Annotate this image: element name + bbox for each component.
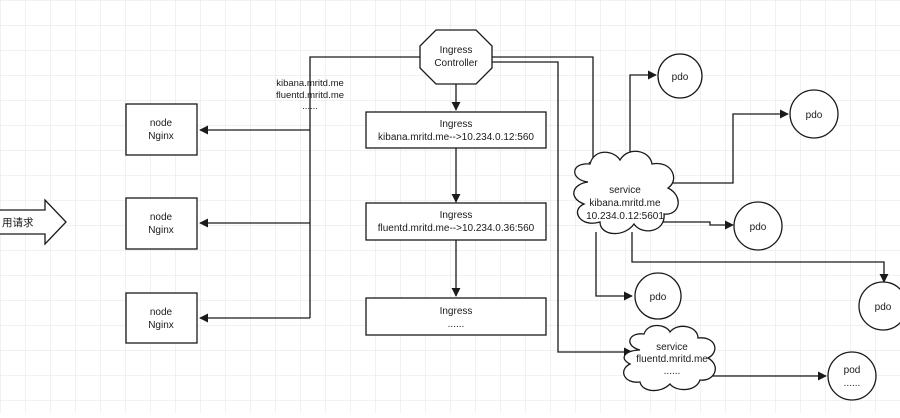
ingress-2-line2: fluentd.mritd.me-->10.234.0.36:560: [378, 223, 535, 234]
connector-service-1-pod-3: [662, 220, 734, 230]
pod-circle-2: pdo: [789, 89, 839, 139]
route-note-line2: fluentd.mritd.me: [276, 90, 344, 101]
pod-circle-1: pdo: [657, 53, 703, 99]
node-box-2: node Nginx: [125, 197, 198, 250]
user-request-label: 用请求: [2, 216, 34, 229]
connector-service-1-pod-5: [595, 232, 633, 301]
ingress-3-line1: Ingress: [440, 306, 473, 317]
node-3-line1: node: [150, 307, 173, 318]
service-2-line3: ......: [664, 366, 681, 377]
connectors: [199, 56, 889, 381]
pod-circle-4: pdo: [634, 272, 682, 320]
pod-5-label: pdo: [875, 302, 892, 313]
service-cloud-1: service kibana.mritd.me 10.234.0.12:5601: [573, 150, 679, 235]
connector-service-1-pod-1: [629, 70, 657, 165]
ingress-box-3: Ingress ......: [365, 297, 547, 336]
pod-1-label: pdo: [672, 72, 689, 83]
node-1-line1: node: [150, 118, 173, 129]
node-box-3: node Nginx: [125, 292, 198, 344]
service-2-line2: fluentd.mritd.me: [636, 354, 708, 365]
ingress-1-line1: Ingress: [440, 119, 473, 130]
node-3-line2: Nginx: [148, 320, 174, 331]
pod-circle-3: pdo: [733, 201, 783, 251]
pod-6-line1: pod: [844, 365, 861, 376]
ingress-3-line2: ......: [448, 319, 465, 330]
ingress-box-2: Ingress fluentd.mritd.me-->10.234.0.36:5…: [365, 202, 547, 241]
pod-4-label: pdo: [650, 292, 667, 303]
controller-label-line2: Controller: [434, 58, 478, 69]
pod-6-line2: ......: [844, 378, 861, 389]
ingress-2-line1: Ingress: [440, 210, 473, 221]
route-note: kibana.mritd.me fluentd.mritd.me ......: [276, 78, 344, 112]
node-box-1: node Nginx: [125, 103, 198, 156]
user-request-arrow: 用请求: [0, 198, 67, 246]
ingress-controller: Ingress Controller: [419, 29, 493, 85]
pod-3-label: pdo: [750, 222, 767, 233]
connector-service-1-pod-4: [631, 232, 889, 283]
node-1-line2: Nginx: [148, 131, 174, 142]
controller-node-bus: [309, 56, 420, 318]
pod-2-label: pdo: [806, 110, 823, 121]
service-1-line2: kibana.mritd.me: [589, 198, 661, 209]
connector-controller-service-1: [492, 56, 598, 171]
service-cloud-2: service fluentd.mritd.me ......: [623, 324, 716, 392]
ingress-1-line2: kibana.mritd.me-->10.234.0.12:560: [378, 132, 534, 143]
connector-service-1-pod-2: [672, 109, 789, 184]
connector-controller-service-2: [492, 61, 633, 357]
pod-circle-6: pod ......: [827, 351, 877, 401]
node-2-line1: node: [150, 212, 173, 223]
route-note-line3: ......: [302, 101, 318, 112]
controller-label-line1: Ingress: [440, 45, 473, 56]
node-2-line2: Nginx: [148, 225, 174, 236]
service-1-line1: service: [609, 185, 641, 196]
pod-circle-5: pdo: [858, 281, 900, 331]
service-2-line1: service: [656, 342, 688, 353]
service-1-line3: 10.234.0.12:5601: [586, 211, 664, 222]
route-note-line1: kibana.mritd.me: [276, 78, 344, 89]
ingress-box-1: Ingress kibana.mritd.me-->10.234.0.12:56…: [365, 111, 547, 149]
